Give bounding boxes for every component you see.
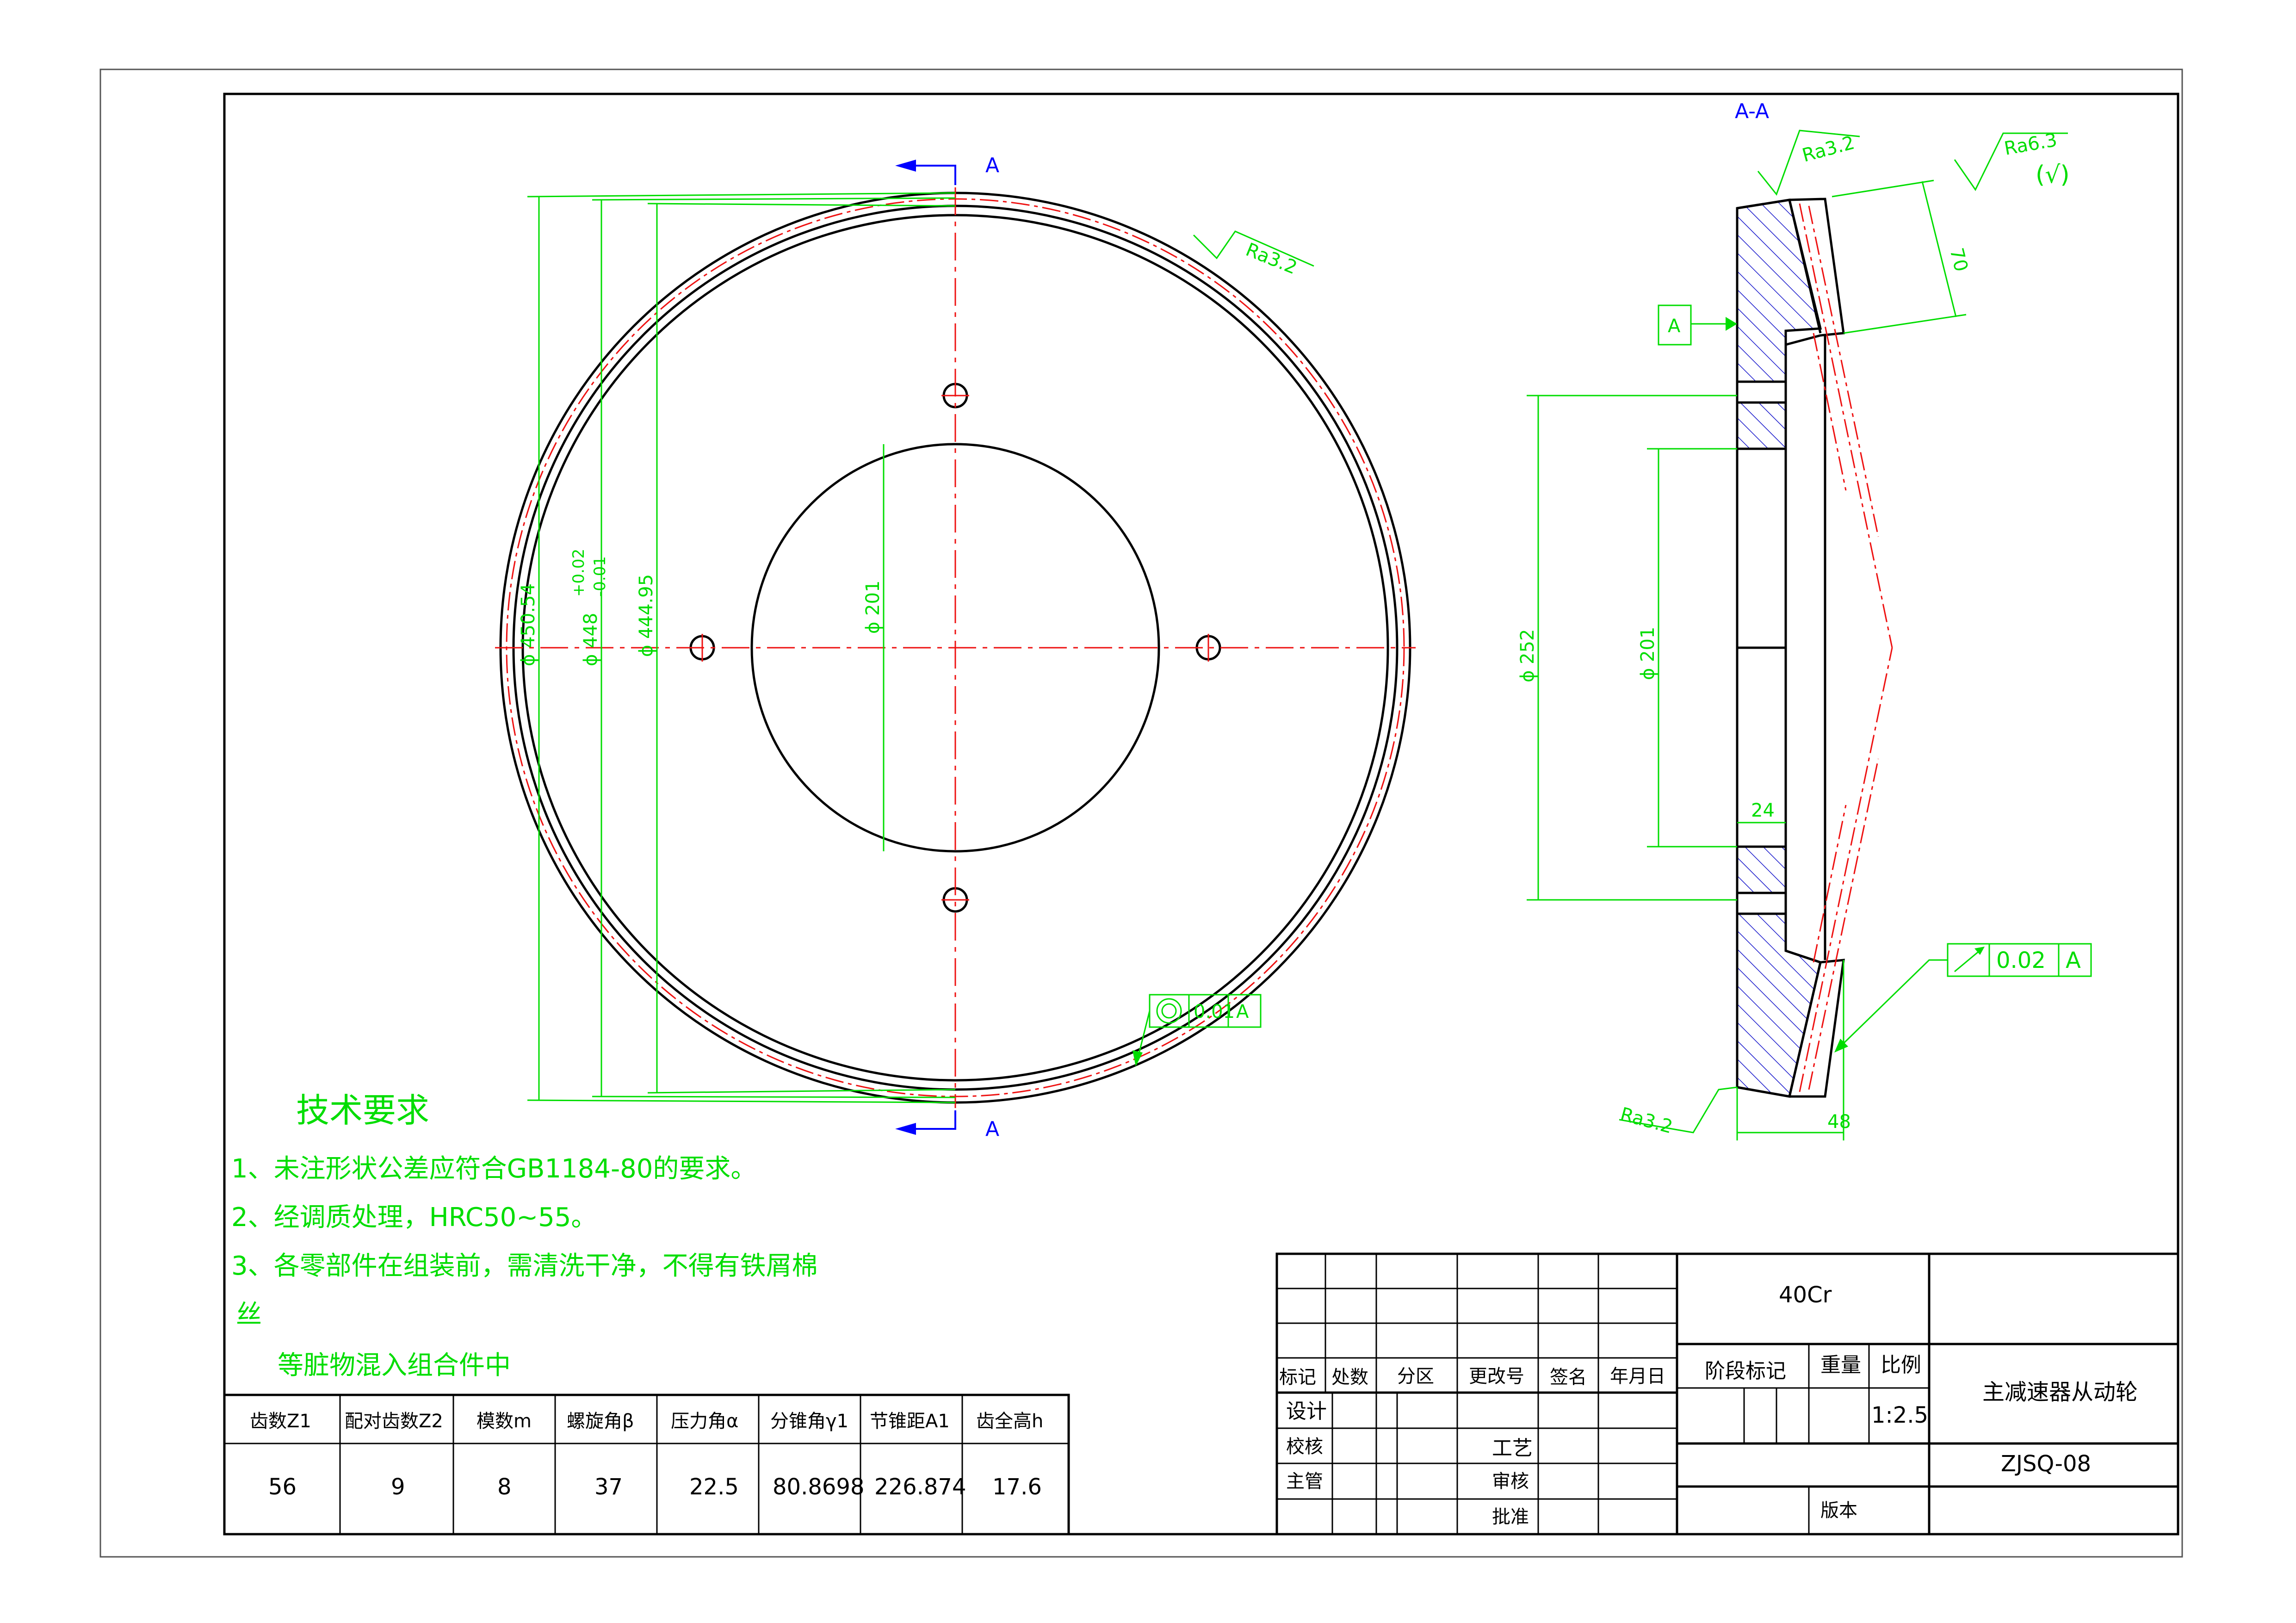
- table-cell: 56: [268, 1474, 297, 1500]
- inner-border: [223, 93, 2179, 1536]
- dim-d2: ϕ 448: [580, 613, 601, 666]
- dim-bore: ϕ 201: [862, 581, 884, 634]
- technical-requirements: 技术要求 1、未注形状公差应符合GB1184-80的要求。 2、经调质处理，HR…: [231, 1091, 818, 1381]
- roughness-bottom: Ra3.2: [1618, 1103, 1675, 1138]
- table-cell: 8: [497, 1474, 512, 1500]
- label-weight: 重量: [1820, 1353, 1861, 1377]
- material: 40Cr: [1779, 1282, 1832, 1308]
- dim-d1: ϕ 450.54: [518, 583, 539, 666]
- dim-d3: ϕ 444.95: [636, 574, 657, 657]
- drawing-number: ZJSQ-08: [2001, 1451, 2091, 1477]
- runout-value: 0.02: [1996, 948, 2046, 973]
- roughness-general-extra: (√): [2036, 161, 2070, 189]
- label-version: 版本: [1820, 1500, 1857, 1521]
- table-cell: 226.874: [874, 1474, 966, 1500]
- label-process: 工艺: [1492, 1437, 1533, 1460]
- datum-triangle: [1726, 317, 1737, 331]
- roughness-symbol-top: [1757, 130, 1860, 196]
- section-arrowhead-bottom: [895, 1123, 916, 1135]
- dim-48-lines: [1736, 960, 1844, 1140]
- dim-70-lines: [1832, 180, 1967, 334]
- datum-box: [1658, 304, 1692, 346]
- runout-frame: [1834, 943, 2092, 1053]
- datum-label: A: [1668, 316, 1681, 337]
- dimension-lines: [527, 192, 956, 1103]
- table-header: 模数m: [477, 1411, 532, 1432]
- table-header: 齿数Z1: [250, 1411, 311, 1432]
- section-arrowhead-top: [895, 160, 916, 172]
- label-zone: 分区: [1397, 1366, 1434, 1387]
- label-approve: 批准: [1492, 1506, 1529, 1528]
- tech-item-2: 2、经调质处理，HRC50~55。: [231, 1202, 597, 1233]
- label-chief: 主管: [1286, 1471, 1323, 1492]
- label-change-no: 更改号: [1469, 1366, 1524, 1387]
- coaxiality-datum: A: [1236, 1001, 1249, 1022]
- dim-201-lines: [1647, 448, 1737, 848]
- hatch-lower-hole: [1736, 845, 1787, 894]
- dim-252-lines: [1527, 395, 1737, 901]
- runout-datum: A: [2066, 948, 2081, 973]
- roughness-front: Ra3.2: [1243, 239, 1300, 279]
- coaxiality-icon: [1156, 998, 1182, 1024]
- table-cell: 37: [594, 1474, 623, 1500]
- label-stage: 阶段标记: [1705, 1359, 1786, 1383]
- label-check: 校核: [1286, 1436, 1323, 1457]
- table-cell: 9: [391, 1474, 405, 1500]
- tech-item-3: 3、各零部件在组装前，需清洗干净，不得有铁屑棉: [231, 1251, 818, 1281]
- title-block: [1275, 1252, 2179, 1536]
- tech-item-3-cont: 丝: [236, 1300, 262, 1330]
- table-header: 节锥距A1: [870, 1411, 950, 1432]
- table-cell: 80.8698: [773, 1474, 865, 1500]
- coaxiality-frame: [1133, 994, 1262, 1066]
- table-header: 齿全高h: [976, 1411, 1043, 1432]
- roughness-symbol-general: [1954, 132, 2068, 191]
- section-arrow-top: [907, 165, 956, 185]
- bore-circle: [750, 443, 1160, 853]
- hatch-upper-hole: [1736, 401, 1787, 450]
- section-outline: [1736, 198, 1845, 1098]
- roughness-top: Ra3.2: [1800, 132, 1857, 166]
- roughness-symbol-front: [1193, 230, 1314, 267]
- roughness-symbol-bottom: [1619, 1086, 1738, 1134]
- part-name: 主减速器从动轮: [1982, 1379, 2138, 1405]
- dim-48: 48: [1827, 1111, 1851, 1133]
- outer-border: [99, 68, 2183, 1558]
- table-cell: 22.5: [689, 1474, 739, 1500]
- dim-24: 24: [1751, 800, 1775, 821]
- hatch-upper: [1736, 198, 1822, 383]
- dim-d2-lower: -0.01: [591, 556, 609, 597]
- dim-252: ϕ 252: [1517, 629, 1538, 682]
- label-sign: 签名: [1550, 1367, 1587, 1388]
- table-header: 压力角α: [671, 1411, 738, 1432]
- label-review: 审核: [1492, 1471, 1529, 1492]
- section-title: A-A: [1735, 99, 1769, 123]
- table-header: 配对齿数Z2: [345, 1411, 443, 1432]
- label-mark: 标记: [1279, 1367, 1316, 1388]
- section-arrow-bottom: [907, 1110, 956, 1130]
- section-view: A-A: [1517, 99, 2092, 1140]
- label-design: 设计: [1286, 1400, 1327, 1423]
- param-table: 齿数Z1 配对齿数Z2 模数m 螺旋角β 压力角α 分锥角γ1 节锥距A1 齿全…: [223, 1394, 1070, 1536]
- label-count: 处数: [1331, 1367, 1368, 1388]
- section-label-top: A: [985, 154, 999, 177]
- label-scale: 比例: [1881, 1353, 1921, 1377]
- scale-value: 1:2.5: [1871, 1402, 1928, 1428]
- tech-item-1: 1、未注形状公差应符合GB1184-80的要求。: [231, 1154, 756, 1184]
- table-header: 螺旋角β: [567, 1411, 634, 1432]
- tech-item-3-cont2: 等脏物混入组合件中: [278, 1350, 511, 1381]
- section-label-bottom: A: [985, 1117, 999, 1141]
- runout-icon: [1954, 948, 1983, 973]
- pitch-cone-lines: [1799, 203, 1893, 1092]
- front-view: A A ϕ 450.54 +0.02 ϕ 448 -0.01 ϕ 444.95 …: [495, 154, 1416, 1141]
- dim-70: 70: [1945, 246, 1972, 274]
- table-cell: 17.6: [992, 1474, 1042, 1500]
- table-header: 分锥角γ1: [770, 1411, 848, 1432]
- tech-title: 技术要求: [296, 1091, 429, 1130]
- label-date: 年月日: [1610, 1366, 1665, 1387]
- dim-201: ϕ 201: [1637, 627, 1659, 680]
- hatch-lower: [1736, 912, 1822, 1098]
- coaxiality-value: 0.01: [1194, 1001, 1235, 1022]
- dim-d2-upper: +0.02: [569, 549, 588, 597]
